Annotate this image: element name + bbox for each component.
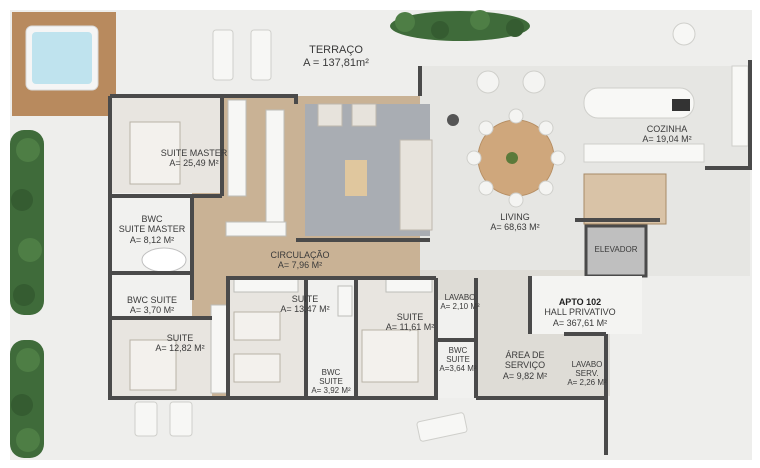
sofa: [399, 139, 433, 231]
hall-floor: [530, 276, 642, 334]
label-hall: APTO 102 HALL PRIVATIVO A= 367,61 M²: [530, 297, 630, 328]
bed-suite-2a: [233, 311, 281, 341]
circulacao-area: A= 7,96 M²: [277, 260, 323, 271]
label-suite-master: SUITE MASTER A= 25,49 M²: [154, 148, 234, 169]
terraco-name: TERRAÇO: [309, 44, 363, 56]
label-bwc-suite: BWC SUITE A= 3,70 M²: [112, 295, 192, 316]
label-bwc-suite-2: BWC SUITE A= 3,92 M²: [306, 368, 356, 396]
circulacao-name: CIRCULAÇÃO: [270, 250, 330, 260]
bwc-suite-2-name1: BWC: [321, 368, 341, 377]
hall-area: A= 367,61 M²: [552, 317, 608, 328]
lavabo-area: A= 2,10 M²: [440, 302, 480, 312]
terraco-area: A = 137,81m²: [303, 56, 369, 69]
suite-1-area: A= 12,82 M²: [155, 343, 205, 354]
suite-master-name: SUITE MASTER: [160, 148, 228, 158]
hedge-left-bottom: [10, 340, 44, 458]
walls: [108, 60, 752, 455]
label-lavabo: LAVABO A= 2,10 M²: [436, 293, 484, 311]
suite-master-area: A= 25,49 M²: [169, 158, 219, 169]
area-servico-area: A= 9,82 M²: [502, 370, 548, 381]
hedge-left-top: [10, 130, 44, 315]
living-area: A= 68,63 M²: [490, 222, 540, 233]
kitchen-counter: [583, 143, 705, 163]
bwc-suite-floor: [112, 273, 192, 318]
bwc-suite-area: A= 3,70 M²: [129, 305, 175, 316]
bwc-suite-name: BWC SUITE: [126, 295, 177, 305]
bwc-suite-3-area: A=3,64 M²: [439, 364, 477, 374]
bed-suite-2b: [233, 353, 281, 383]
bwc-suite-3-floor: [436, 340, 476, 398]
hall-title: APTO 102: [558, 297, 602, 307]
label-terraco: TERRAÇO A = 137,81m²: [286, 44, 386, 69]
hedge-top: [390, 10, 530, 41]
living-name: LIVING: [500, 212, 530, 222]
lavabo-serv-name2: SERV.: [575, 369, 599, 379]
lavabo-floor: [436, 300, 476, 340]
lavabo-serv-area: A= 2,26 M²: [567, 378, 607, 388]
coffee-table: [345, 160, 367, 196]
bwc-suite-2-name2: SUITE: [319, 377, 343, 387]
kitchen-island: [583, 87, 695, 119]
suite-1-name: SUITE: [166, 333, 194, 343]
bwc-suite-3-name2: SUITE: [446, 355, 470, 365]
suite-3-name: SUITE: [396, 312, 424, 322]
wine-shelf: [583, 173, 667, 225]
label-suite-3: SUITE A= 11,61 M²: [370, 312, 450, 333]
label-living: LIVING A= 68,63 M²: [470, 212, 560, 233]
suite-3-area: A= 11,61 M²: [385, 322, 435, 333]
bed-suite-3: [361, 329, 419, 383]
cozinha-name: COZINHA: [646, 124, 688, 134]
bwc-suite-master-area: A= 8,12 M²: [129, 234, 175, 245]
bathtub: [141, 247, 187, 273]
lavabo-name: LAVABO: [444, 293, 476, 302]
bwc-suite-master-name2: SUITE MASTER: [118, 224, 186, 235]
suite-2-area: A= 13,47 M²: [280, 304, 330, 315]
label-lavabo-serv: LAVABO SERV. A= 2,26 M²: [562, 360, 612, 388]
label-bwc-suite-3: BWC SUITE A=3,64 M²: [434, 346, 482, 374]
label-bwc-suite-master: BWC SUITE MASTER A= 8,12 M²: [112, 214, 192, 245]
label-elevador: ELEVADOR: [590, 245, 642, 254]
label-suite-2: SUITE A= 13,47 M²: [260, 294, 350, 315]
label-circulacao: CIRCULAÇÃO A= 7,96 M²: [250, 250, 350, 271]
bwc-suite-master-name1: BWC: [141, 214, 163, 224]
jacuzzi: [32, 32, 92, 84]
area-servico-name1: ÁREA DE: [505, 350, 545, 360]
label-suite-1: SUITE A= 12,82 M²: [130, 333, 230, 354]
bed-master: [129, 121, 181, 185]
bwc-suite-2-area: A= 3,92 M²: [311, 386, 351, 396]
cozinha-area: A= 19,04 M²: [642, 134, 692, 145]
label-area-servico: ÁREA DE SERVIÇO A= 9,82 M²: [480, 350, 570, 381]
hall-name: HALL PRIVATIVO: [544, 307, 616, 318]
label-cozinha: COZINHA A= 19,04 M²: [622, 124, 712, 145]
bwc-suite-3-name1: BWC: [448, 346, 468, 355]
lavabo-serv-name1: LAVABO: [571, 360, 603, 369]
elevador-name: ELEVADOR: [594, 245, 638, 254]
suite-2-name: SUITE: [291, 294, 319, 304]
area-servico-name2: SERVIÇO: [504, 360, 546, 371]
bed-suite-1: [129, 339, 177, 391]
